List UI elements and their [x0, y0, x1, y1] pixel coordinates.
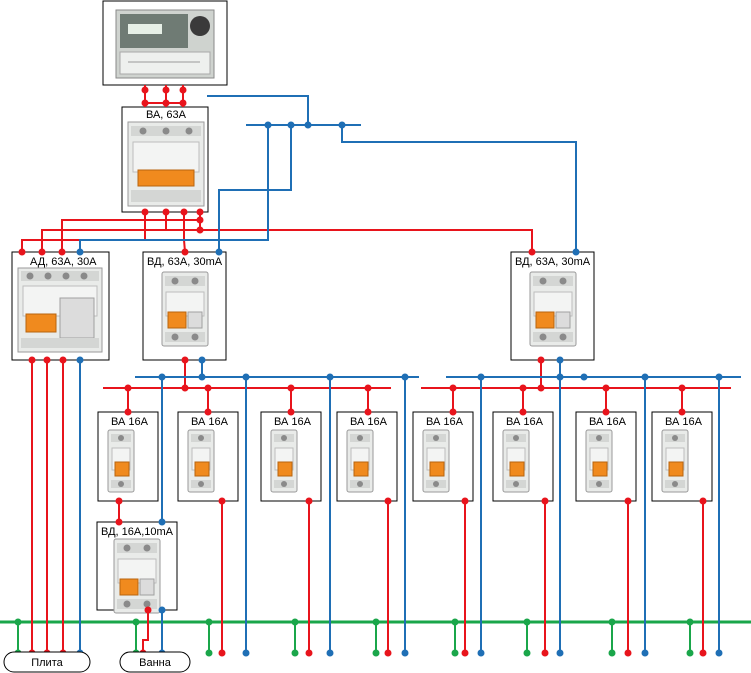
main-breaker-label: ВА, 63А [146, 109, 187, 121]
single-pole-breaker-icon [661, 429, 689, 493]
phase-wires [21, 85, 731, 653]
single-pole-breaker-icon [346, 429, 374, 493]
two-pole-rcd-icon [113, 538, 161, 614]
breaker-5: ВА 16А [412, 411, 474, 502]
three-pole-breaker-icon [127, 121, 205, 207]
vd-left-label: ВД, 63А, 30mA [147, 256, 223, 268]
single-pole-breaker-icon [107, 429, 135, 493]
single-pole-breaker-icon [502, 429, 530, 493]
single-pole-breaker-icon [585, 429, 613, 493]
breaker-label: ВА 16А [191, 416, 229, 428]
vd-bath-label: ВД, 16А,10mA [101, 526, 174, 538]
breaker-row-left: ВА 16А ВА 16А ВА 16А ВА 16А [97, 411, 398, 502]
breaker-7: ВА 16А [575, 411, 637, 502]
two-pole-rcd-icon [161, 271, 209, 347]
breaker-8: ВА 16А [651, 411, 713, 502]
breaker-1: ВА 16А [97, 411, 159, 502]
two-pole-rcd-icon [529, 271, 577, 347]
ad-main-box: АД, 63А, 30А [11, 251, 110, 361]
breaker-label: ВА 16А [506, 416, 544, 428]
main-breaker-box: ВА, 63А [121, 106, 209, 213]
four-pole-rcd-icon [17, 267, 103, 353]
single-pole-breaker-icon [187, 429, 215, 493]
breaker-3: ВА 16А [260, 411, 322, 502]
meter-box [102, 0, 228, 86]
breaker-label: ВА 16А [665, 416, 703, 428]
load-bath: Ванна [119, 651, 191, 673]
junction-dots [14, 86, 723, 657]
vd-right-box: ВД, 63А, 30mA [510, 251, 595, 361]
single-pole-breaker-icon [422, 429, 450, 493]
earth-drops [17, 622, 691, 653]
breaker-4: ВА 16А [336, 411, 398, 502]
stove-label: Плита [31, 657, 63, 669]
breaker-label: ВА 16А [111, 416, 149, 428]
ad-main-label: АД, 63А, 30А [30, 256, 97, 268]
single-pole-breaker-icon [270, 429, 298, 493]
vd-left-box: ВД, 63А, 30mA [142, 251, 227, 361]
electricity-meter-icon [115, 9, 215, 79]
vd-bath-box: ВД, 16А,10mA [96, 521, 178, 614]
breaker-row-right: ВА 16А ВА 16А ВА 16А ВА 16А [412, 411, 713, 502]
breaker-2: ВА 16А [177, 411, 239, 502]
breaker-label: ВА 16А [426, 416, 464, 428]
vd-right-label: ВД, 63А, 30mA [515, 256, 591, 268]
breaker-label: ВА 16А [274, 416, 312, 428]
bath-label: Ванна [139, 657, 172, 669]
breaker-label: ВА 16А [350, 416, 388, 428]
load-stove: Плита [3, 651, 91, 673]
breaker-6: ВА 16А [492, 411, 554, 502]
breaker-label: ВА 16А [589, 416, 627, 428]
